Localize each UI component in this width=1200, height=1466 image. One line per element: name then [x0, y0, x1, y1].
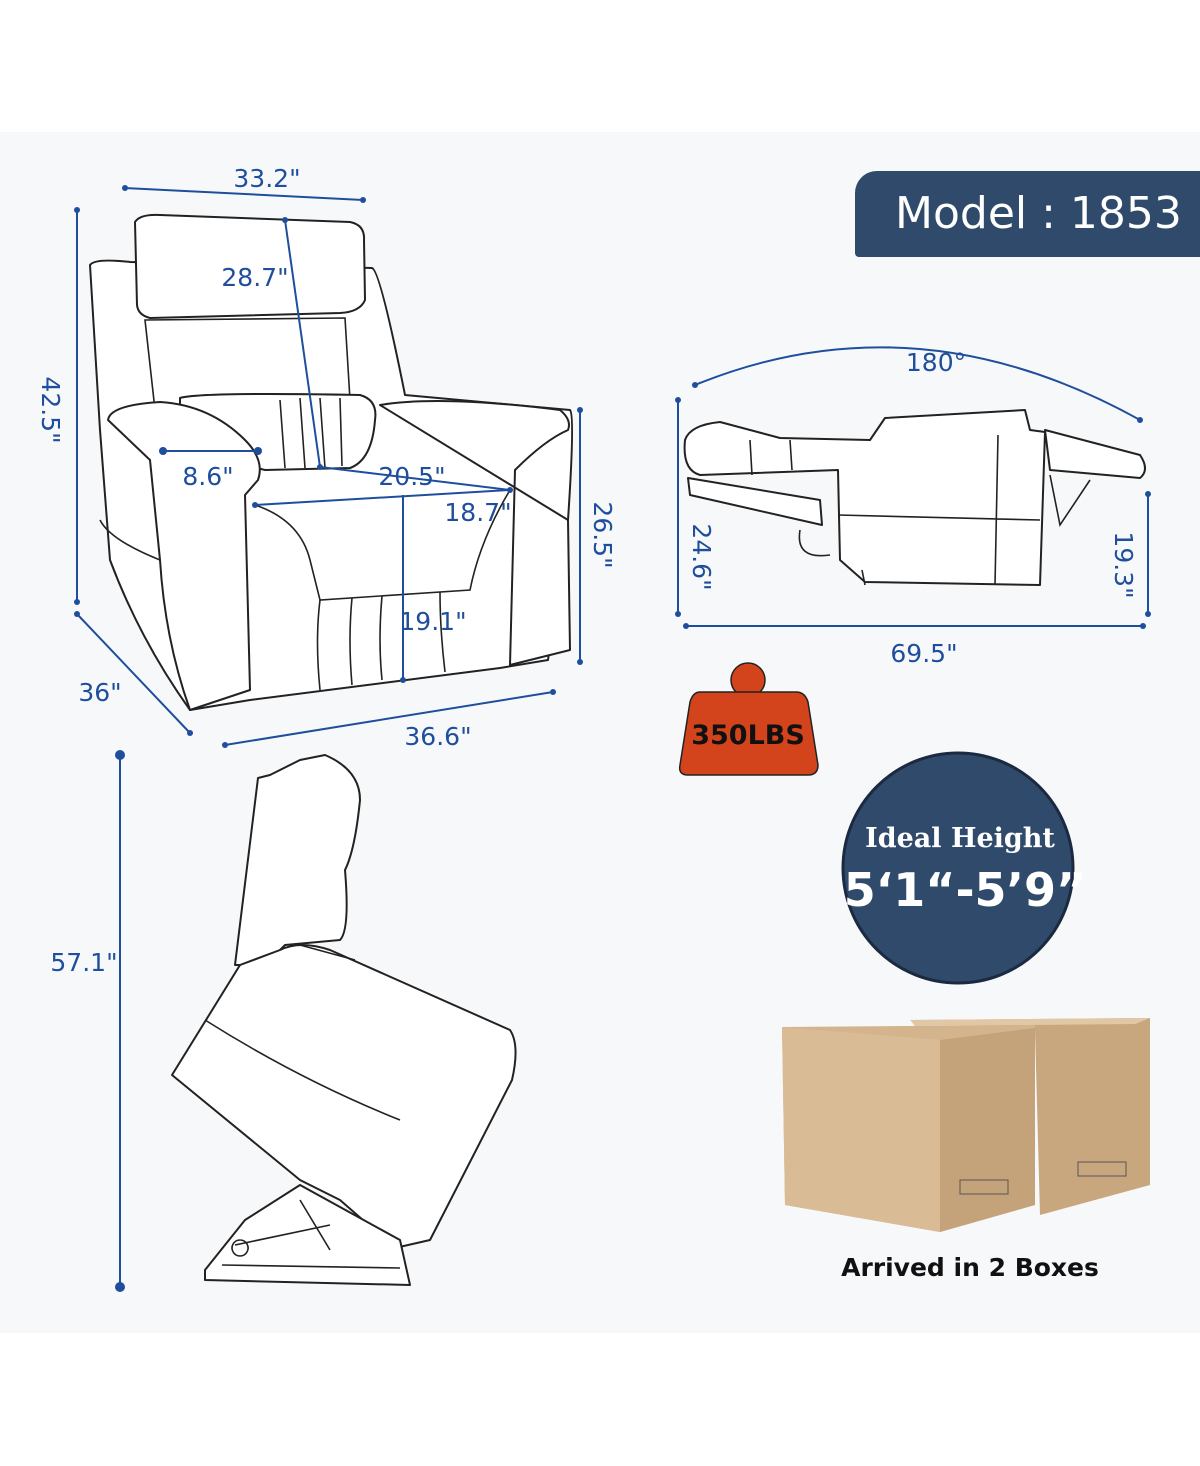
ideal-height-badge — [841, 751, 1075, 985]
dim-armrest-width: 8.6" — [182, 462, 233, 491]
dim-arm-height: 26.5" — [588, 501, 617, 568]
dimension-lines — [74, 185, 1151, 1292]
chair-reclined-illustration — [683, 409, 1146, 586]
dim-depth: 36" — [78, 678, 121, 707]
dim-seat-depth: 20.5" — [378, 462, 445, 491]
dim-lift-height: 57.1" — [50, 948, 117, 977]
dim-seat-height: 19.1" — [399, 607, 466, 636]
weight-capacity: 350LBS — [691, 720, 805, 751]
dim-back-width: 33.2" — [233, 164, 300, 193]
weight-icon — [678, 662, 819, 776]
shipping-boxes-illustration — [782, 1018, 1150, 1232]
model-badge: Model : 1853 — [855, 171, 1200, 257]
packaging-note: Arrived in 2 Boxes — [841, 1253, 1099, 1282]
chair-lift-illustration — [171, 754, 517, 1286]
chair-front-illustration — [89, 213, 574, 711]
dim-footrest-height: 19.3" — [1109, 531, 1138, 598]
dim-total-height: 42.5" — [36, 376, 65, 443]
ideal-height-value: 5‘1“-5’9” — [844, 863, 1087, 917]
dim-recline-angle: 180° — [906, 348, 966, 377]
dim-seat-width: 18.7" — [444, 498, 511, 527]
dim-reclined-height: 24.6" — [687, 523, 716, 590]
dim-backrest-height: 28.7" — [221, 263, 288, 292]
dim-reclined-length: 69.5" — [890, 639, 957, 668]
ideal-height-title: Ideal Height — [865, 823, 1055, 854]
dim-width: 36.6" — [404, 722, 471, 751]
